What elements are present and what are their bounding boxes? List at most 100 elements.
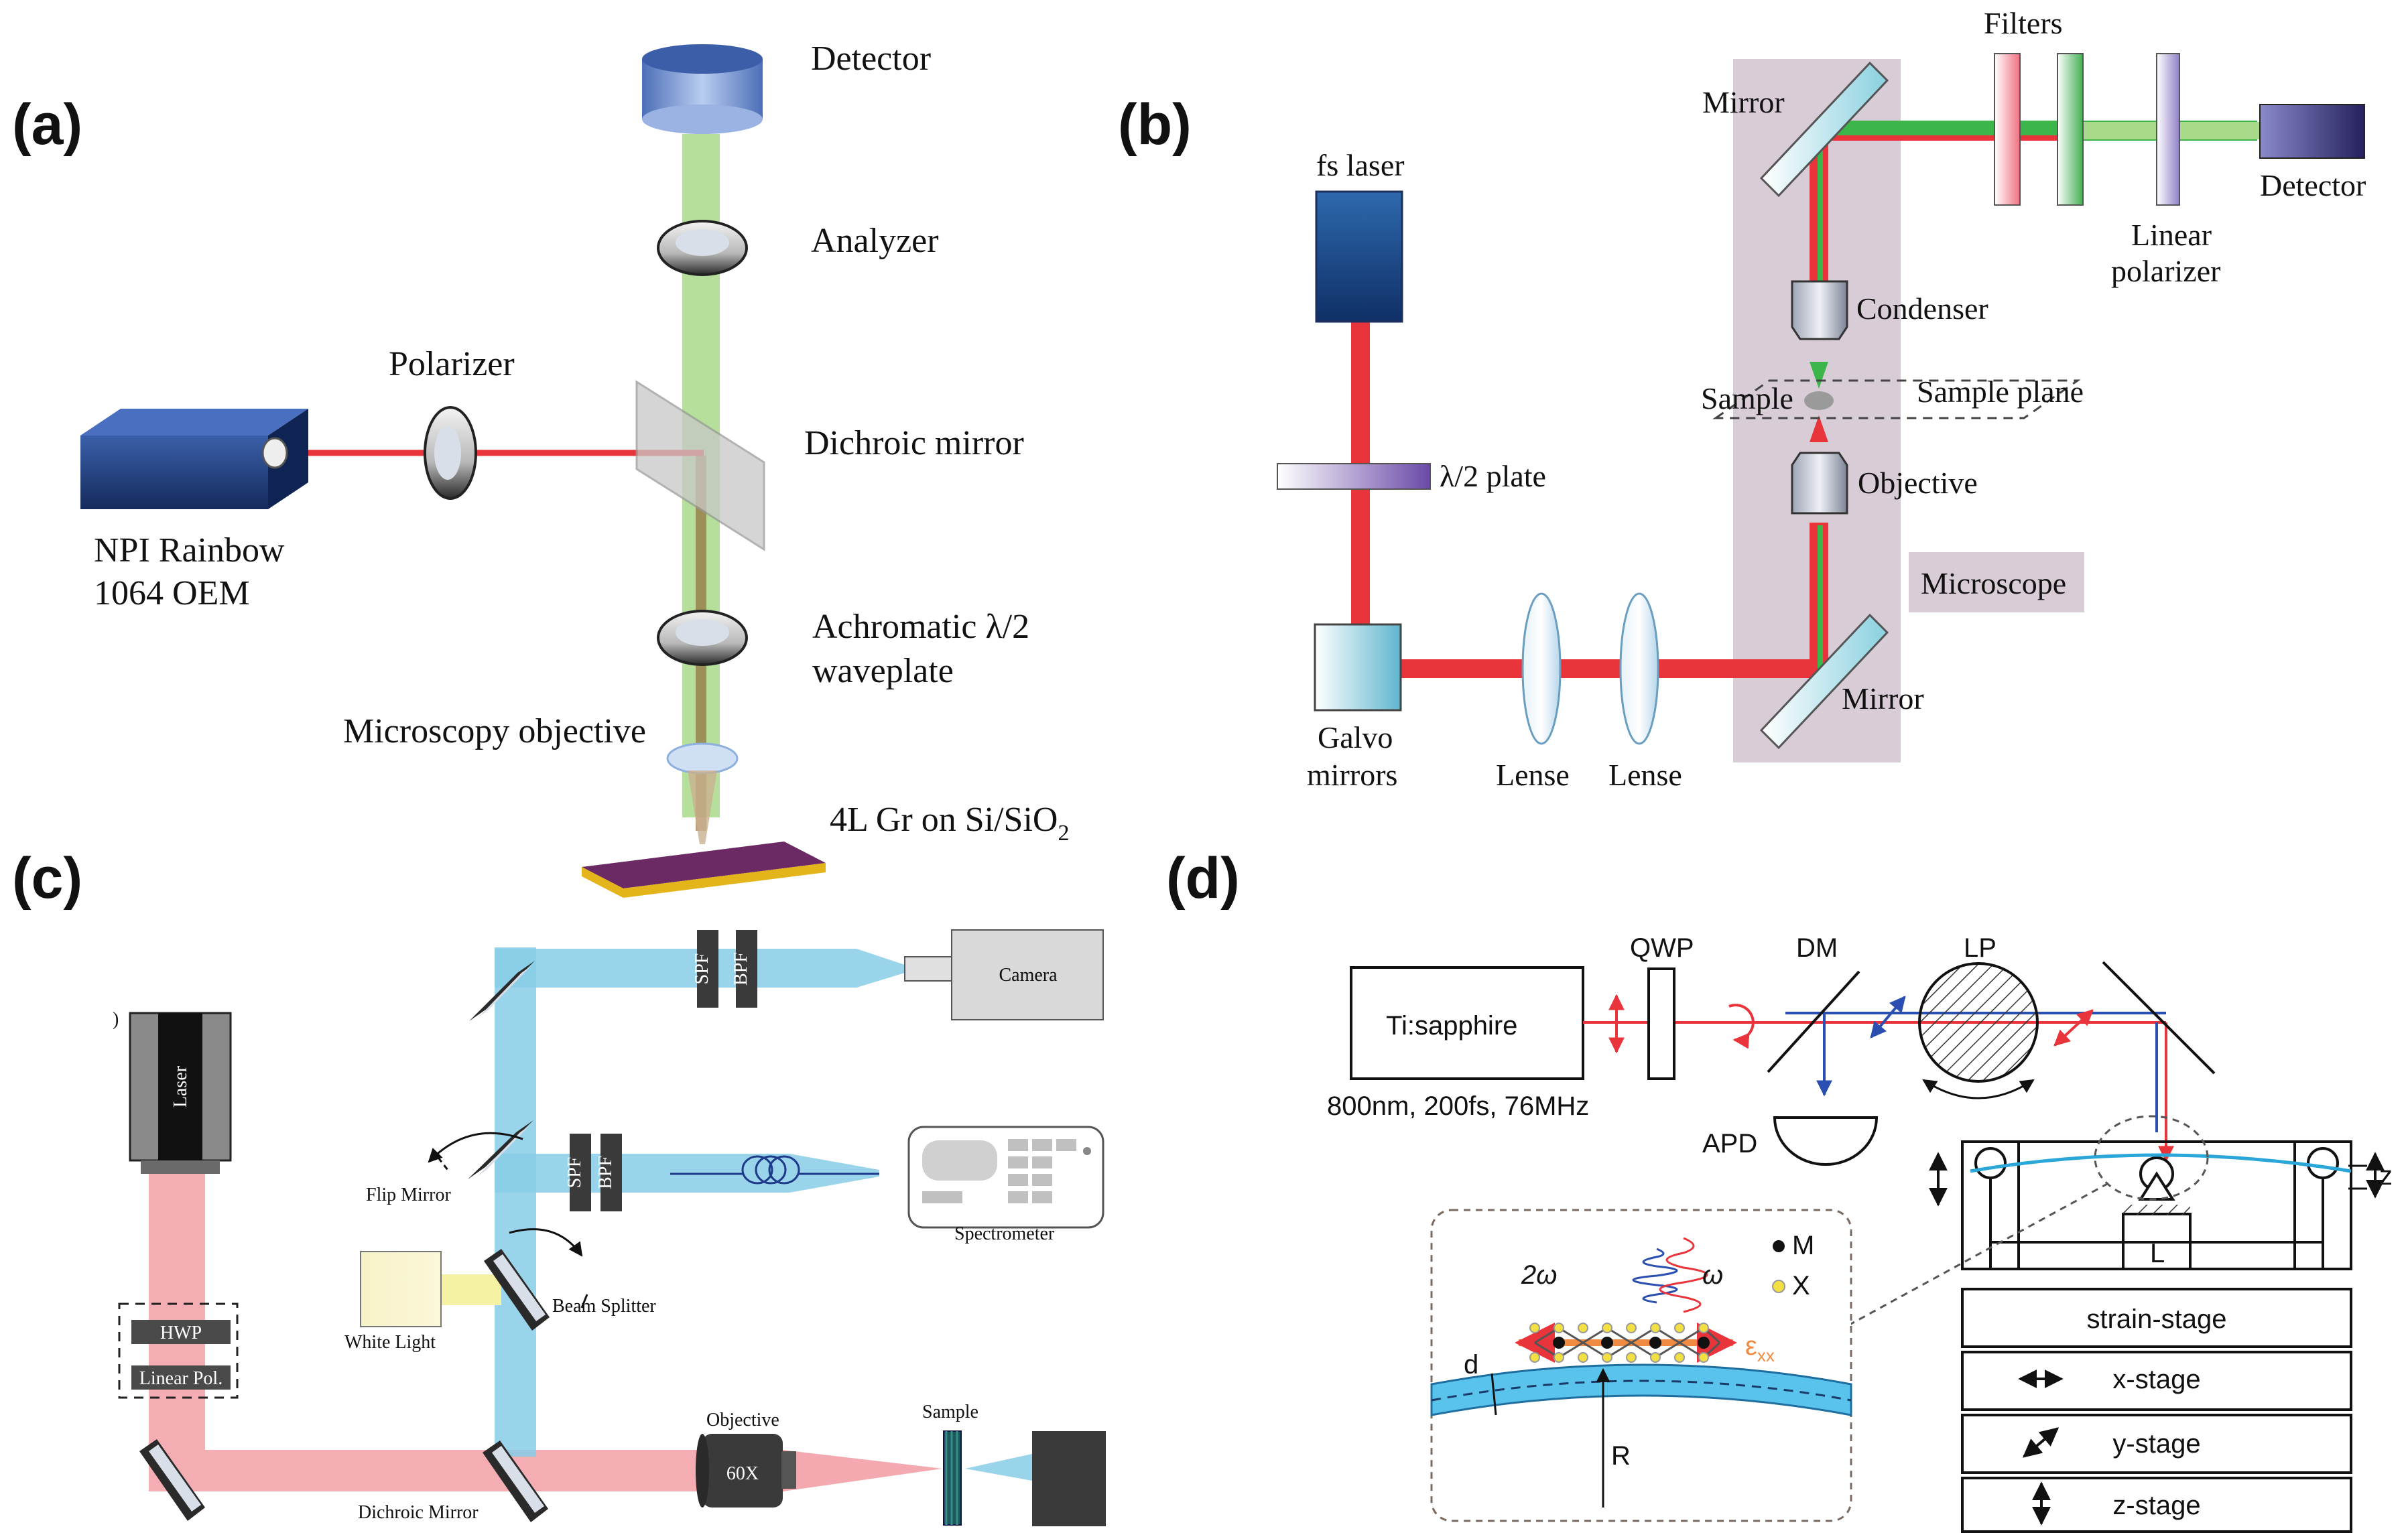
sample-c-label: Sample (922, 1402, 978, 1422)
dichroic-mirror-c-label: Dichroic Mirror (358, 1502, 479, 1523)
lattice-atoms (1529, 1323, 1710, 1363)
laser-c-label: Laser (170, 1065, 191, 1108)
white-light-source (360, 1251, 442, 1327)
polarizer-label: Polarizer (389, 345, 515, 383)
y-stage-arrow (2022, 1427, 2060, 1458)
bpf-filter-middle (600, 1134, 622, 1211)
panel-d-letter: (d) (1166, 846, 1240, 911)
sample-plane (1712, 379, 2081, 419)
flip-mirror-label: Flip Mirror (366, 1185, 451, 1205)
legend-m-label: M (1792, 1231, 1814, 1260)
hwp-label: HWP (160, 1323, 202, 1343)
green-beam-up-top (1818, 141, 1823, 302)
flip-mirror-rotation-arrow (428, 1132, 523, 1163)
linear-pol-label: Linear Pol. (139, 1368, 223, 1389)
neutral-axis (1431, 1380, 1852, 1402)
dichroic-mirror-c (483, 1441, 548, 1522)
bpf-label-top: BPF (731, 952, 751, 986)
x-stage-label: x-stage (2112, 1365, 2200, 1394)
pink-beam-vertical (149, 1170, 205, 1450)
objective-c-label: Objective (706, 1410, 779, 1430)
camera-lens-barrel (904, 956, 952, 982)
z-stage (1961, 1477, 2352, 1533)
microscope-label: Microscope (1921, 566, 2066, 600)
mirror-top (1759, 61, 1889, 198)
lp-rotation-arrow (1922, 1079, 2035, 1099)
cyan-beam-spectrometer (495, 1154, 789, 1193)
camera-label: Camera (999, 965, 1058, 986)
galvo-label-line2: mirrors (1307, 758, 1397, 792)
linear-polarizer (2156, 53, 2180, 206)
microscope-label-box (1909, 552, 2084, 612)
lens-1-label: Lense (1496, 758, 1570, 792)
sample-b-label: Sample (1701, 381, 1793, 415)
laser-a-label-line1: NPI Rainbow (94, 531, 285, 570)
condenser-label: Condenser (1856, 291, 1988, 326)
sample-a (582, 842, 826, 898)
cyan-cone-sample (965, 1454, 1032, 1481)
mirror-top-label: Mirror (1702, 85, 1785, 119)
flexible-substrate (1970, 1153, 2352, 1173)
condenser (1791, 280, 1848, 340)
two-omega-label: 2ω (1521, 1260, 1557, 1290)
polarization-optics-box (118, 1302, 239, 1399)
polarization-arrow-blue (1870, 996, 1906, 1039)
thickness-marker (1491, 1373, 1497, 1416)
dichroic-mirror-d (1767, 970, 1860, 1073)
bpf-filter-top (736, 930, 757, 1008)
sample-dot (1804, 391, 1834, 410)
spf-filter-top (697, 930, 718, 1008)
panel-a-letter: (a) (12, 92, 82, 157)
two-omega-pulse (1632, 1248, 1678, 1304)
spectrometer-label: Spectrometer (954, 1223, 1055, 1244)
green-cone-upper (1810, 362, 1828, 389)
legend-x-label: X (1792, 1271, 1810, 1300)
pink-focus-cone (783, 1450, 942, 1491)
zoom-line (1848, 1182, 2109, 1327)
mirror-bottom (1759, 613, 1889, 750)
mirror-c-corner (139, 1439, 205, 1521)
strain-epsilon-label: εxx (1745, 1331, 1775, 1365)
panel-c: (c) ) Laser HWP Linear Pol. (12, 846, 1106, 1526)
d-label: d (1464, 1350, 1478, 1380)
linear-polarizer-line1: Linear (2131, 218, 2212, 252)
mirror-bottom-label: Mirror (1842, 681, 1924, 716)
half-wave-plate-label: λ/2 plate (1440, 459, 1546, 493)
white-light-beam (441, 1274, 501, 1305)
lp-polarizer (1918, 962, 2039, 1083)
omega-label: ω (1702, 1260, 1723, 1290)
filters-label: Filters (1984, 6, 2063, 40)
zoom-circle (2094, 1115, 2209, 1201)
strain-stage (1961, 1288, 2352, 1348)
linear-polarizer-line2: polarizer (2111, 254, 2220, 288)
spf-label-top: SPF (692, 953, 712, 985)
lens-2 (1619, 592, 1659, 745)
objective-a-label: Microscopy objective (343, 712, 646, 750)
lens-2-label: Lense (1608, 758, 1682, 792)
cyan-beam-camera (495, 949, 857, 988)
strain-stage-label: strain-stage (2087, 1304, 2227, 1334)
fs-laser-label: fs laser (1316, 148, 1405, 182)
objective-mag-label: 60X (726, 1463, 759, 1484)
sample-a-label: 4L Gr on Si/SiO2 (830, 801, 1069, 846)
lens-1 (1521, 592, 1562, 745)
analyzer-label: Analyzer (811, 222, 939, 260)
legend-m-dot (1773, 1240, 1785, 1252)
lattice-chain (1534, 1327, 1721, 1359)
panel-d: (d) Ti:sapphire 800nm, 200fs, 76MHz QWP … (1166, 846, 2393, 1533)
focus-cone-right (1562, 659, 1602, 678)
bent-substrate (1430, 1363, 1852, 1416)
cyan-cone-camera (857, 949, 905, 988)
detector-b (2259, 104, 2365, 159)
sample-plane-label: Sample plane (1917, 375, 2084, 409)
lp-label: LP (1964, 933, 1997, 963)
waveplate-disk (657, 610, 748, 666)
flip-mirror-tick (437, 1157, 449, 1170)
qwp-plate (1647, 967, 1675, 1080)
beam-splitter-rotation-arrow (509, 1228, 583, 1257)
beam-splitter-tick (580, 1294, 588, 1309)
camera (951, 929, 1104, 1020)
green-beam-up-bottom (1818, 525, 1823, 673)
red-beam-vertical-left (1351, 322, 1370, 670)
